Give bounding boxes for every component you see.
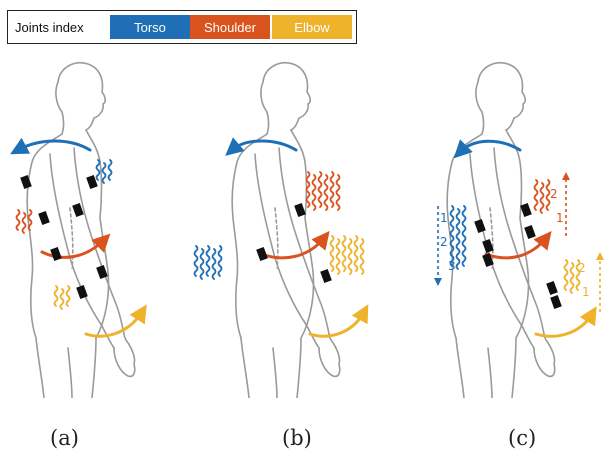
wave-shoulder <box>15 209 21 231</box>
wave-torso <box>193 245 199 277</box>
body-figure-a <box>26 61 136 398</box>
torso-pad <box>20 174 32 190</box>
wave-shoulder <box>21 212 27 234</box>
wave-shoulder <box>335 174 341 211</box>
shoulder-pad <box>294 202 306 218</box>
wave-elbow <box>347 238 353 275</box>
joints-legend: Joints index Torso Shoulder Elbow <box>7 10 357 44</box>
wave-torso <box>461 205 467 267</box>
wave-shoulder <box>545 179 551 211</box>
body-figure-b <box>231 61 341 398</box>
elbow-pad <box>320 268 332 284</box>
wave-torso <box>107 159 113 181</box>
wave-shoulder <box>539 182 545 214</box>
elbow-rotation-arrow-b <box>308 304 369 338</box>
torso-rotation-arrow-b <box>225 137 298 156</box>
elbow-pad <box>76 284 88 300</box>
wave-shoulder <box>533 179 539 211</box>
wave-torso <box>199 248 205 280</box>
torso-pad <box>72 202 84 218</box>
panel-b <box>231 61 341 398</box>
shoulder-pad <box>520 202 532 218</box>
wave-torso <box>455 208 461 270</box>
torso-sequence-number: 3 <box>448 259 456 273</box>
wave-torso <box>217 245 223 277</box>
wave-elbow <box>329 235 335 272</box>
elbow-rotation-arrow-c <box>534 306 597 338</box>
torso-pad <box>474 218 486 234</box>
wave-elbow <box>563 259 569 291</box>
wave-shoulder <box>311 174 317 211</box>
shoulder-sequence-number: 2 <box>550 187 558 201</box>
caption-c: (c) <box>508 426 537 450</box>
elbow-pad <box>96 264 108 280</box>
wave-torso <box>205 245 211 277</box>
wave-elbow <box>65 285 71 307</box>
shoulder-sequence-number: 1 <box>556 211 564 225</box>
legend-chip-shoulder: Shoulder <box>190 15 270 39</box>
wave-torso <box>449 205 455 267</box>
caption-a: (a) <box>50 426 79 450</box>
torso-sequence-number: 1 <box>440 211 448 225</box>
caption-b: (b) <box>282 426 312 450</box>
wave-elbow <box>59 288 65 310</box>
elbow-pad <box>546 280 558 296</box>
torso-pad <box>86 174 98 190</box>
wave-elbow <box>359 238 365 275</box>
shoulder-pad <box>50 246 62 262</box>
wave-shoulder <box>329 171 335 208</box>
legend-title: Joints index <box>15 20 84 35</box>
wave-shoulder <box>323 174 329 211</box>
wave-elbow <box>53 285 59 307</box>
torso-pad <box>38 210 50 226</box>
wave-elbow <box>569 262 575 294</box>
elbow-sequence-number: 1 <box>582 285 590 299</box>
wave-torso <box>211 248 217 280</box>
torso-pad <box>482 252 494 268</box>
wave-elbow <box>335 238 341 275</box>
wave-shoulder <box>27 209 33 231</box>
panel-a <box>26 61 136 398</box>
elbow-pad <box>550 294 562 310</box>
wave-torso <box>95 159 101 181</box>
wave-elbow <box>341 235 347 272</box>
shoulder-rotation-arrow-a <box>40 233 111 259</box>
wave-elbow <box>575 259 581 291</box>
wave-elbow <box>353 235 359 272</box>
torso-pad <box>482 238 494 254</box>
legend-chip-torso: Torso <box>110 15 190 39</box>
elbow-rotation-arrow-a <box>84 304 147 338</box>
shoulder-rotation-arrow-b <box>260 230 330 260</box>
shoulder-pad <box>524 224 536 240</box>
wave-shoulder <box>317 171 323 208</box>
wave-torso <box>101 162 107 184</box>
wave-shoulder <box>305 171 311 208</box>
torso-pad <box>256 246 268 262</box>
elbow-sequence-number: 2 <box>578 261 586 275</box>
torso-rotation-arrow-a <box>10 137 92 155</box>
torso-sequence-number: 2 <box>440 235 448 249</box>
legend-chip-elbow: Elbow <box>272 15 352 39</box>
shoulder-rotation-arrow-c <box>484 230 552 260</box>
torso-rotation-arrow-c <box>453 139 522 159</box>
